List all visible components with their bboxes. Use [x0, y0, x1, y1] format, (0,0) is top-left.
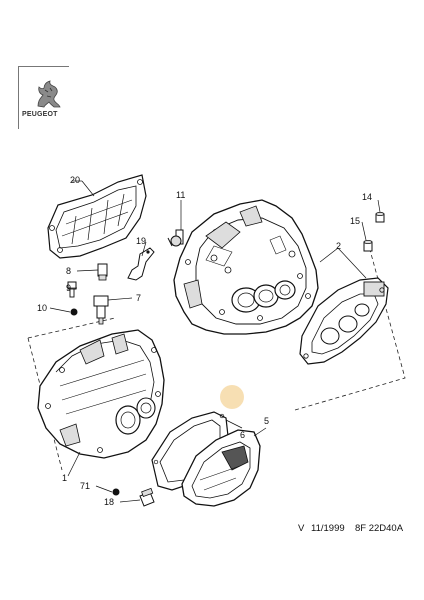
callout-18: 18 [104, 497, 114, 507]
leader-lines [49, 180, 381, 503]
callout-1: 1 [62, 473, 67, 483]
callout-71: 71 [80, 481, 90, 491]
part-11-sensor [167, 229, 184, 247]
footer-reference: 8F 22D40A [355, 523, 404, 534]
clutch-housing [173, 199, 319, 335]
callout-8: 8 [66, 266, 71, 276]
part-9-screw [67, 281, 77, 298]
callout-20: 20 [70, 175, 80, 185]
footer-date: 11/1999 [311, 523, 345, 534]
callout-9: 9 [66, 283, 71, 293]
callout-11: 11 [176, 190, 185, 200]
callout-14: 14 [362, 192, 372, 202]
part-7-switch [93, 295, 109, 325]
part-15-cap [363, 239, 373, 252]
part-1-gearbox-housing [37, 329, 165, 459]
callout-10: 10 [37, 303, 47, 313]
callout-6: 6 [240, 430, 245, 440]
part-71-ball [112, 488, 120, 496]
dashed-frame-top-left [27, 317, 116, 339]
callout-7: 7 [136, 293, 141, 303]
part-8-plug [97, 263, 108, 281]
callout-19: 19 [136, 236, 146, 246]
part-18-drain-plug [139, 487, 155, 507]
part-5-cover [181, 429, 261, 507]
part-2-flange [299, 277, 389, 365]
brand-name: PEUGEOT [22, 111, 58, 118]
callout-5: 5 [264, 416, 269, 426]
dashed-frame-left [27, 337, 63, 471]
peugeot-lion-icon [37, 80, 61, 108]
part-20-cover [47, 174, 147, 259]
part-14-cap [375, 211, 385, 223]
part-10-ball [70, 308, 78, 316]
callout-15: 15 [350, 216, 360, 226]
callout-2: 2 [336, 241, 341, 251]
logo-frame [18, 66, 69, 129]
part-19-bracket [127, 247, 155, 281]
highlight-marker [220, 385, 244, 409]
footer-version: V [298, 523, 305, 534]
